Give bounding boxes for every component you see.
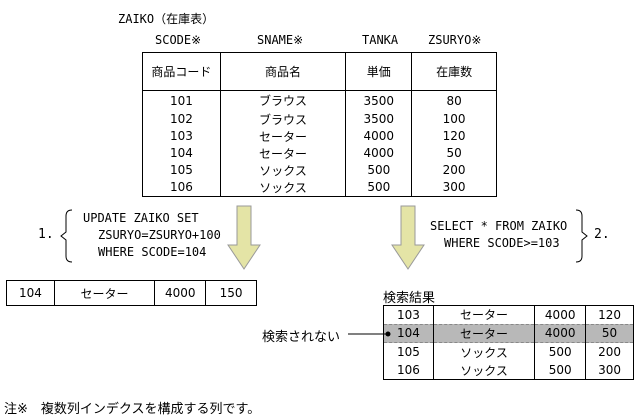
- sql-line: WHERE SCODE=104: [98, 245, 207, 259]
- cell: 300: [585, 361, 634, 380]
- cell: ブラウス: [219, 110, 347, 128]
- cell: 104: [6, 280, 55, 306]
- col-name: TANKA: [362, 33, 399, 47]
- cell: 3500: [345, 90, 413, 111]
- cell: 4000: [345, 144, 413, 162]
- header-cell: 在庫数: [411, 52, 497, 91]
- cell: 500: [534, 342, 587, 361]
- cell: 120: [585, 305, 634, 324]
- cell: ソックス: [219, 161, 347, 179]
- col-name: SCODE※: [155, 33, 202, 47]
- cell: 200: [585, 342, 634, 361]
- cell: 104: [142, 144, 221, 162]
- sql-line: SELECT * FROM ZAIKO: [430, 219, 568, 233]
- sql-line: WHERE SCODE>=103: [444, 236, 560, 250]
- cell: 104: [383, 323, 434, 343]
- cell: 105: [142, 161, 221, 179]
- cell: 50: [411, 144, 497, 162]
- arrow-down-icon: [391, 205, 425, 270]
- cell: ソックス: [432, 361, 536, 380]
- cell: 3500: [345, 110, 413, 128]
- col-name: ZSURYO※: [428, 33, 482, 47]
- brace-icon: [575, 209, 588, 263]
- not-found-label: 検索されない: [262, 330, 341, 345]
- sql-line: ZSURYO=ZSURYO+100: [98, 228, 221, 242]
- cell: 102: [142, 110, 221, 128]
- step-number: 1.: [38, 227, 54, 242]
- cell: 500: [534, 361, 587, 380]
- cell: 500: [345, 178, 413, 196]
- pointer-line: [348, 331, 391, 337]
- header-cell: 商品コード: [142, 52, 221, 91]
- cell: セーター: [219, 144, 347, 162]
- cell: 4000: [154, 280, 207, 306]
- cell: ブラウス: [219, 90, 347, 111]
- cell: 106: [142, 178, 221, 196]
- cell: 101: [142, 90, 221, 111]
- cell: 200: [411, 161, 497, 179]
- cell: 103: [383, 305, 434, 324]
- step-number: 2.: [594, 227, 610, 242]
- cell: ソックス: [219, 178, 347, 196]
- cell: 106: [383, 361, 434, 380]
- update-result-table: 104 セーター 4000 150: [6, 280, 257, 306]
- cell: 500: [345, 161, 413, 179]
- cell: 4000: [534, 323, 587, 343]
- cell: 50: [585, 323, 634, 343]
- cell: ソックス: [432, 342, 536, 361]
- col-name: SNAME※: [257, 33, 304, 47]
- cell: 4000: [345, 127, 413, 145]
- header-cell: 商品名: [219, 52, 347, 91]
- cell: 300: [411, 178, 497, 196]
- cell: 105: [383, 342, 434, 361]
- brace-icon: [60, 209, 73, 263]
- cell: 80: [411, 90, 497, 111]
- cell: 120: [411, 127, 497, 145]
- cell: 103: [142, 127, 221, 145]
- footnote: 注※ 複数列インデクスを構成する列です。: [4, 402, 261, 417]
- header-cell: 単価: [345, 52, 413, 91]
- cell: セーター: [432, 305, 536, 324]
- cell: 100: [411, 110, 497, 128]
- cell: 150: [205, 280, 257, 306]
- result-title: 検索結果: [383, 291, 436, 306]
- sql-line: UPDATE ZAIKO SET: [83, 211, 199, 225]
- cell: セーター: [219, 127, 347, 145]
- cell: セーター: [432, 323, 536, 343]
- table-title: ZAIKO（在庫表）: [118, 12, 215, 26]
- cell: 4000: [534, 305, 587, 324]
- cell: セーター: [53, 280, 156, 306]
- arrow-down-icon: [227, 205, 261, 270]
